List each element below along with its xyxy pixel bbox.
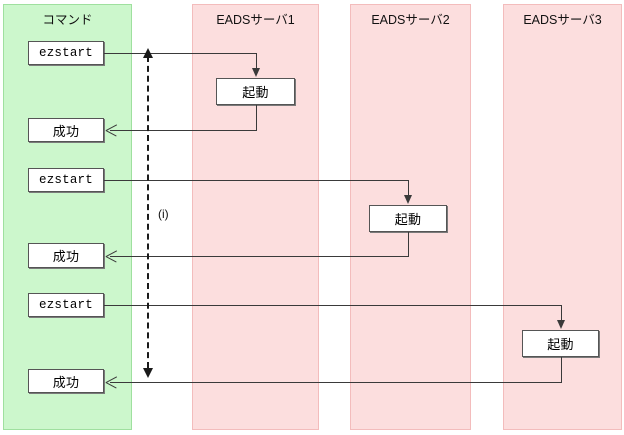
request-arrowhead-3 (557, 320, 565, 329)
lane-label-server2: EADSサーバ2 (371, 13, 450, 27)
lane-label-server1: EADSサーバ1 (216, 13, 295, 27)
lane-band-server3 (503, 4, 622, 430)
request-line-1-horizontal (104, 53, 256, 54)
order-arrowhead-up (143, 48, 153, 58)
response-line-2-horizontal (110, 256, 409, 257)
response-arrowhead-3 (106, 377, 117, 388)
action-box-kidou-3: 起動 (522, 330, 599, 357)
lane-band-command (3, 4, 132, 430)
response-line-3-vertical (561, 357, 562, 382)
command-box-ezstart-2: ezstart (28, 168, 104, 192)
response-line-2-vertical (408, 232, 409, 256)
request-line-2-horizontal (104, 180, 408, 181)
request-line-2-vertical (408, 180, 409, 196)
request-arrowhead-2 (404, 195, 412, 204)
lane-label-server3: EADSサーバ3 (523, 13, 602, 27)
request-arrowhead-1 (252, 68, 260, 77)
order-dashed-line (147, 56, 149, 368)
command-box-ezstart-3: ezstart (28, 293, 104, 317)
order-arrowhead-down (143, 368, 153, 378)
action-box-kidou-2: 起動 (369, 205, 447, 232)
order-note-label: (i) (158, 207, 169, 221)
request-line-1-vertical (256, 53, 257, 69)
response-line-1-vertical (256, 105, 257, 130)
request-line-3-vertical (561, 305, 562, 321)
action-box-kidou-1: 起動 (216, 78, 295, 105)
result-box-seikou-1: 成功 (28, 118, 104, 142)
lane-label-command: コマンド (42, 13, 93, 27)
result-box-seikou-2: 成功 (28, 243, 104, 268)
response-line-1-horizontal (110, 130, 257, 131)
response-arrowhead-2 (106, 251, 117, 262)
response-arrowhead-1 (106, 125, 117, 136)
request-line-3-horizontal (104, 305, 561, 306)
result-box-seikou-3: 成功 (28, 369, 104, 393)
command-box-ezstart-1: ezstart (28, 41, 104, 65)
response-line-3-horizontal (110, 382, 562, 383)
